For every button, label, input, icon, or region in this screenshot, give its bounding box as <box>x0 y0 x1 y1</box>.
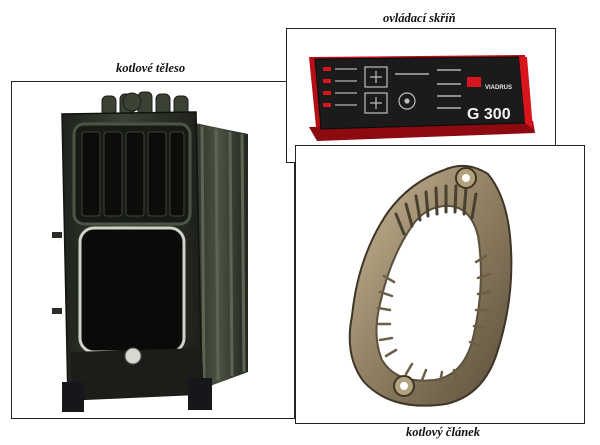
photo-control-box: VIADRUS G 300 <box>286 28 556 163</box>
brand-text: VIADRUS <box>485 85 512 91</box>
control-box-image: VIADRUS G 300 <box>309 55 535 141</box>
photo-boiler-body <box>11 81 295 419</box>
caption-boiler-section: kotlový článek <box>406 425 480 439</box>
photo-boiler-section <box>295 145 585 424</box>
caption-boiler-body: kotlové těleso <box>116 61 186 75</box>
boiler-body-image <box>52 91 248 412</box>
caption-control-box: ovládací skříň <box>383 11 456 25</box>
boiler-section-image <box>348 164 513 407</box>
model-text: G 300 <box>467 106 511 123</box>
